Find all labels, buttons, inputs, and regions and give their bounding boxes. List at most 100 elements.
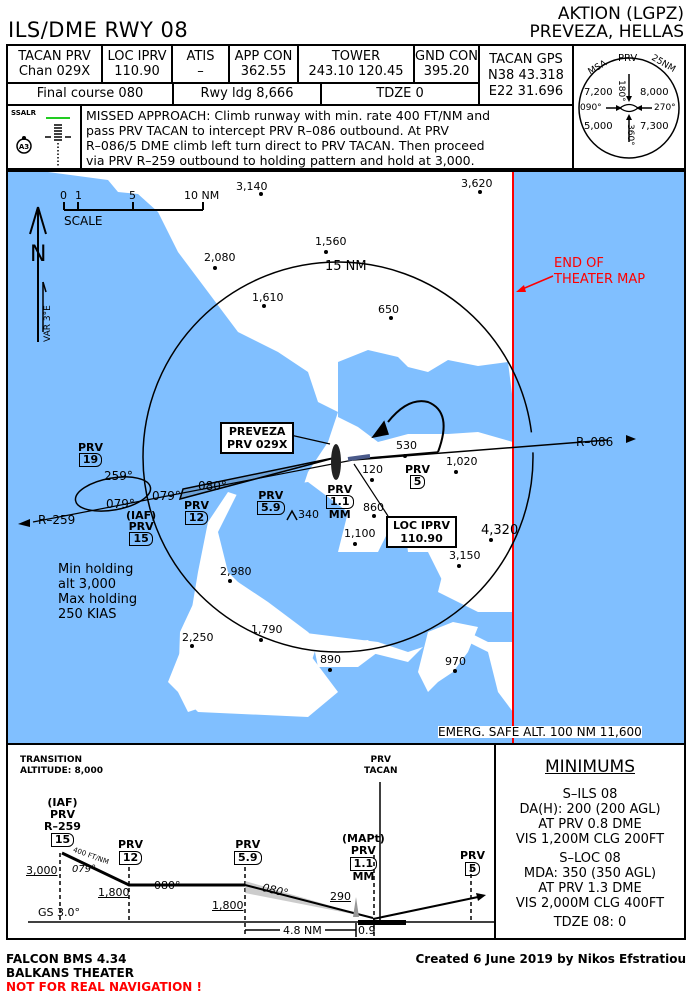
msa-diagram	[578, 57, 680, 159]
spot-elevation-dot	[457, 564, 461, 568]
obstacle-elevation: 340	[298, 508, 319, 521]
land-right-mid	[363, 442, 513, 507]
ring-label: 15 NM	[325, 259, 367, 274]
holding-inbound-course: 079°	[106, 497, 135, 511]
spot-elevation-dot	[372, 514, 376, 518]
lighting-box: SSALR A3	[6, 104, 82, 170]
spot-elev: 1,610	[252, 291, 284, 304]
alt-1800-a: 1,800	[98, 886, 130, 899]
alt-1800-b: 1,800	[212, 899, 244, 912]
msa-sector-nw: 7,200	[584, 87, 613, 98]
course-079-profile: 079°	[72, 864, 97, 875]
spot-elev: 2,080	[204, 251, 236, 264]
spot-elev: 860	[363, 501, 384, 514]
radial-086-label: R–086	[576, 435, 614, 449]
missed-approach-box: MISSED APPROACH: Climb runway with min. …	[80, 104, 574, 170]
water-south-bay	[218, 482, 513, 652]
runway-landing-length: Rwy ldg 8,666	[174, 84, 322, 104]
alt-290: 290	[330, 890, 351, 903]
alt-3000: 3,000	[26, 864, 58, 877]
info-row: Final course 080 Rwy ldg 8,666 TDZE 0	[6, 82, 480, 106]
spot-elevation-dot	[228, 579, 232, 583]
spot-elev: 1,020	[446, 455, 478, 468]
ils-vis: VIS 1,200M CLG 200FT	[515, 832, 665, 847]
airport-name: AKTION (LGPZ)	[557, 4, 684, 24]
spot-elev: 3,150	[449, 549, 481, 562]
north-label: N	[30, 242, 47, 267]
spot-elev: 1,100	[344, 527, 376, 540]
course-079: 079°	[152, 489, 181, 503]
tdze-minimums: TDZE 08: 0	[553, 915, 627, 930]
ring-15nm	[142, 261, 534, 653]
final-course: Final course 080	[8, 84, 174, 104]
spot-elev: 3,620	[461, 177, 493, 190]
distance-0-9: 0.9	[358, 924, 376, 937]
msa-sector-sw: 5,000	[584, 121, 613, 132]
minimums-box: MINIMUMS S–ILS 08 DA(H): 200 (200 AGL) A…	[494, 745, 686, 940]
msa-right-bearing: 270°	[654, 103, 676, 113]
holding-pattern	[74, 476, 152, 512]
loc-vis: VIS 2,000M CLG 400FT	[515, 896, 665, 911]
msa-left-bearing: 090°	[580, 103, 602, 113]
comm-cell-atis: ATIS–	[173, 46, 230, 82]
spot-elevation-dot	[454, 470, 458, 474]
water-east	[513, 172, 684, 743]
ils-header: S–ILS 08	[562, 787, 618, 802]
spot-elev: 530	[396, 439, 417, 452]
footer-credit: Created 6 June 2019 by Nikos Efstratiou	[415, 952, 687, 966]
glideslope-angle: GS 3.0°	[38, 906, 80, 919]
spot-elev: 2,980	[220, 565, 252, 578]
msa-top-bearing: 180°	[616, 80, 626, 102]
profile-graphics	[28, 782, 494, 937]
holding-outbound-course: 259°	[104, 469, 133, 483]
north-arrow	[29, 206, 47, 342]
msa-sector-se: 7,300	[640, 121, 669, 132]
spot-elev: 2,250	[182, 631, 214, 644]
emergency-safe-altitude: EMERG. SAFE ALT. 100 NM 11,600	[438, 725, 642, 739]
scale-label: SCALE	[64, 214, 103, 228]
water-gulf	[338, 350, 513, 442]
loc-mda: MDA: 350 (350 AGL)	[523, 866, 657, 881]
magnetic-variation: VAR 3°E	[43, 305, 53, 342]
lighting-label: SSALR	[11, 109, 37, 117]
final-course-080: 080°	[198, 479, 227, 493]
svg-text:A3: A3	[19, 143, 29, 151]
scale-tick-10: 10 NM	[184, 189, 220, 202]
spot-elevation-dot	[389, 316, 393, 320]
approach-lighting-icon: A3	[16, 117, 71, 166]
radial-259-label: R–259	[38, 513, 76, 527]
spot-elev: 970	[445, 655, 466, 668]
ils-dme: AT PRV 0.8 DME	[538, 817, 642, 832]
radial-086-line	[352, 439, 609, 461]
tdze: TDZE 0	[376, 86, 424, 101]
spot-elevation-dot	[453, 669, 457, 673]
spot-elevation-dot	[190, 644, 194, 648]
distance-4-8: 4.8 NM	[280, 925, 325, 936]
spot-elevation-dot	[370, 478, 374, 482]
island-970	[418, 622, 478, 692]
loc-header: S–LOC 08	[559, 851, 621, 866]
plan-view-map[interactable]: 0 1 5 10 NM SCALE N VAR 3°E 15 NM END OF…	[6, 170, 686, 745]
spot-elevation-dot	[403, 454, 407, 458]
spot-elevation-dot	[259, 192, 263, 196]
scale-bar	[63, 202, 204, 211]
footer-left: FALCON BMS 4.34 BALKANS THEATER NOT FOR …	[6, 952, 202, 994]
scale-tick-0: 0	[60, 189, 67, 202]
spot-elevation-dot	[262, 304, 266, 308]
